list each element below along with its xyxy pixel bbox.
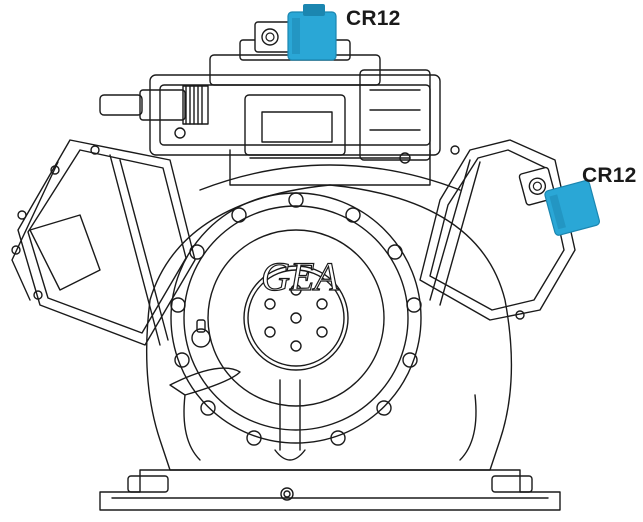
flange-bolts (170, 192, 422, 446)
service-valve-left (99, 85, 209, 139)
base-feet (99, 469, 561, 511)
left-cylinder-bank (11, 139, 196, 346)
solenoid-valve-top (254, 4, 337, 61)
callout-label-right-valve: CR12 (582, 164, 637, 187)
brand-logo: GEA (261, 254, 339, 299)
callout-label-top-valve: CR12 (346, 7, 401, 30)
solenoid-valve-right (518, 166, 601, 236)
right-cylinder-bank (419, 139, 576, 321)
oil-lever (169, 319, 306, 461)
main-bearing-cover (170, 192, 422, 444)
